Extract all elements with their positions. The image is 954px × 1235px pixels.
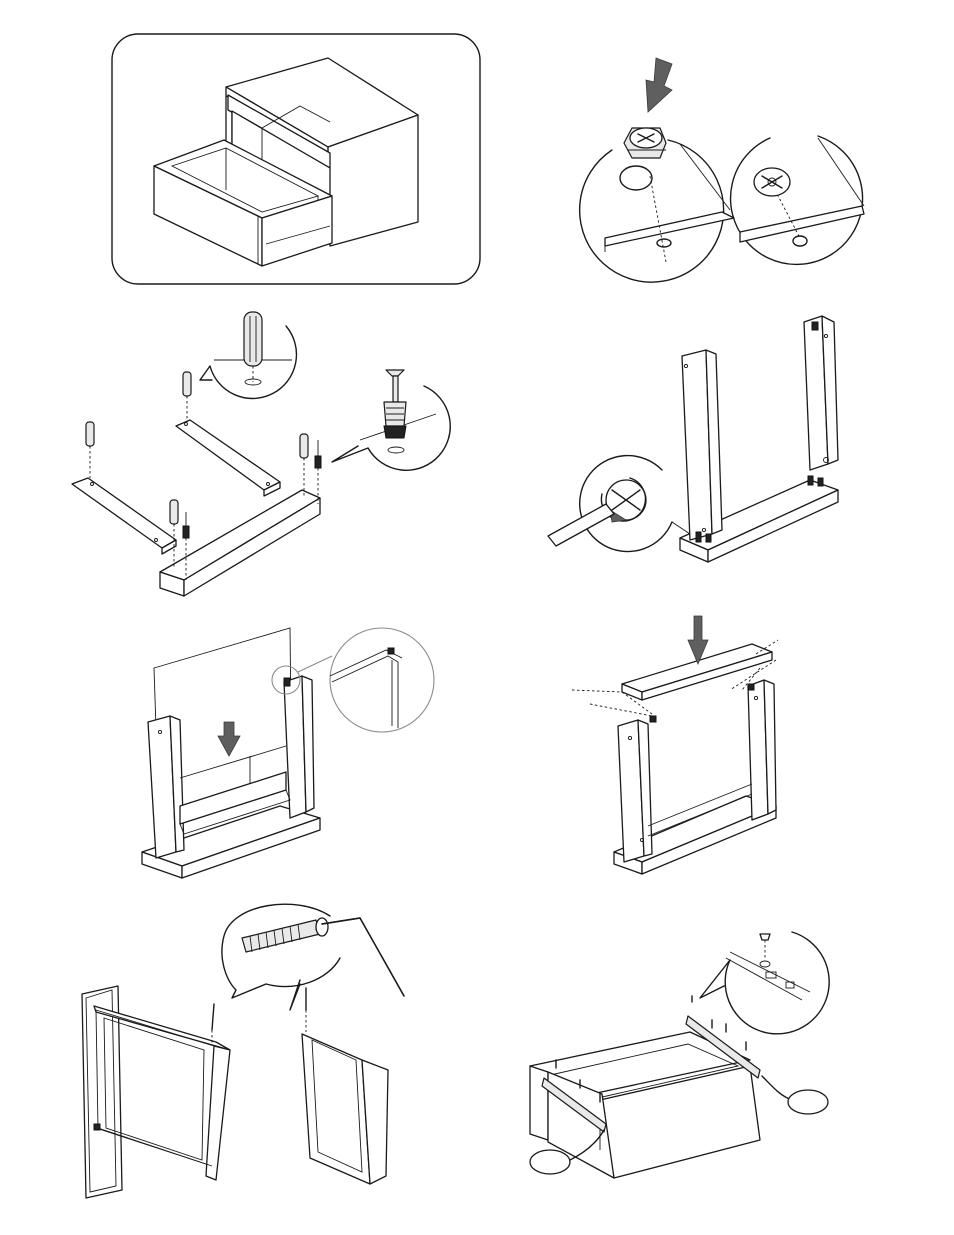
wooden-dowel-icon <box>170 500 178 568</box>
callout-left <box>530 1150 570 1174</box>
callout-right <box>788 1090 828 1114</box>
wooden-dowel-icon <box>183 372 191 422</box>
down-arrow-icon <box>688 616 708 664</box>
screw-icon <box>760 934 770 967</box>
magnifier-circle <box>330 628 434 732</box>
side-panels-panel <box>548 316 838 562</box>
wooden-dowel-icon <box>86 422 94 478</box>
drawer-runners-step <box>530 932 829 1178</box>
screw-icon <box>242 918 328 952</box>
dowels-panel <box>72 312 450 596</box>
wooden-dowel-icon <box>244 312 262 366</box>
drawer-box-step <box>82 904 404 1198</box>
back-panel-step <box>142 628 434 878</box>
cam-bolt-icon <box>315 440 321 504</box>
screw-icon <box>212 1004 214 1044</box>
wooden-dowel-icon <box>300 434 308 496</box>
screwdriver-icon <box>548 504 614 546</box>
down-arrow-icon <box>218 722 240 756</box>
allen-key-icon <box>322 918 404 996</box>
cam-lock-icon <box>624 128 666 158</box>
cam-lock-panel <box>580 58 864 282</box>
cam-bolt-icon <box>384 370 406 438</box>
magnifier-circle <box>580 140 724 282</box>
overview-panel <box>112 34 480 284</box>
nightstand-illustration <box>154 58 418 266</box>
down-arrow-icon <box>646 58 672 112</box>
cam-lock-icon <box>754 168 790 196</box>
top-panel-step <box>572 616 778 874</box>
